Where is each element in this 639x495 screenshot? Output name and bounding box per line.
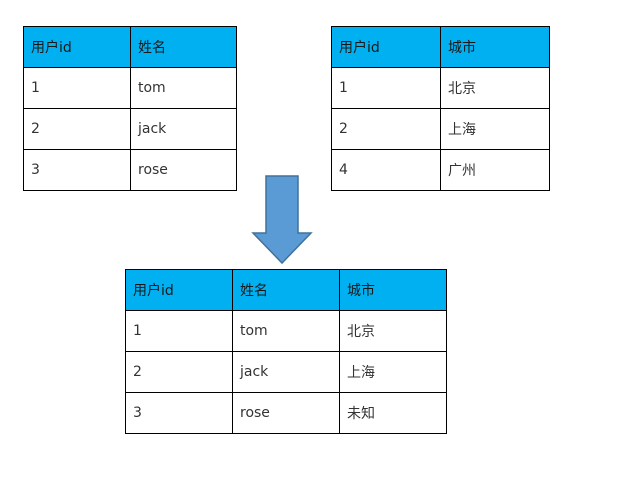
cell-user-id: 4 xyxy=(331,149,441,191)
cell-name: jack xyxy=(130,108,237,150)
cell-city: 北京 xyxy=(440,67,550,109)
cell-user-id: 1 xyxy=(331,67,441,109)
table-row: 2 jack 上海 xyxy=(125,351,447,393)
cell-name: jack xyxy=(232,351,340,393)
table-header-row: 用户id 城市 xyxy=(331,26,550,68)
table-row: 2 jack xyxy=(23,108,237,150)
header-name: 姓名 xyxy=(130,26,237,68)
table-row: 1 北京 xyxy=(331,67,550,109)
cell-user-id: 2 xyxy=(125,351,233,393)
cities-table: 用户id 城市 1 北京 2 上海 4 广州 xyxy=(331,26,550,191)
cell-name: tom xyxy=(130,67,237,109)
table-row: 3 rose 未知 xyxy=(125,392,447,434)
table-row: 1 tom 北京 xyxy=(125,310,447,352)
table-row: 4 广州 xyxy=(331,149,550,191)
arrow-shape xyxy=(251,175,313,265)
table-row: 2 上海 xyxy=(331,108,550,150)
cell-city: 北京 xyxy=(339,310,447,352)
cell-user-id: 2 xyxy=(23,108,131,150)
cell-city: 上海 xyxy=(440,108,550,150)
table-header-row: 用户id 姓名 xyxy=(23,26,237,68)
cell-city: 广州 xyxy=(440,149,550,191)
cell-name: tom xyxy=(232,310,340,352)
cell-user-id: 1 xyxy=(23,67,131,109)
users-table: 用户id 姓名 1 tom 2 jack 3 rose xyxy=(23,26,237,191)
header-city: 城市 xyxy=(339,269,447,311)
cell-user-id: 3 xyxy=(23,149,131,191)
cell-city: 未知 xyxy=(339,392,447,434)
cell-user-id: 1 xyxy=(125,310,233,352)
cell-user-id: 2 xyxy=(331,108,441,150)
table-row: 3 rose xyxy=(23,149,237,191)
header-name: 姓名 xyxy=(232,269,340,311)
cell-user-id: 3 xyxy=(125,392,233,434)
cell-name: rose xyxy=(130,149,237,191)
result-table: 用户id 姓名 城市 1 tom 北京 2 jack 上海 3 rose 未知 xyxy=(125,269,447,434)
cell-name: rose xyxy=(232,392,340,434)
cell-city: 上海 xyxy=(339,351,447,393)
header-user-id: 用户id xyxy=(331,26,441,68)
header-user-id: 用户id xyxy=(125,269,233,311)
table-row: 1 tom xyxy=(23,67,237,109)
header-city: 城市 xyxy=(440,26,550,68)
down-arrow-icon xyxy=(251,175,313,265)
header-user-id: 用户id xyxy=(23,26,131,68)
table-header-row: 用户id 姓名 城市 xyxy=(125,269,447,311)
